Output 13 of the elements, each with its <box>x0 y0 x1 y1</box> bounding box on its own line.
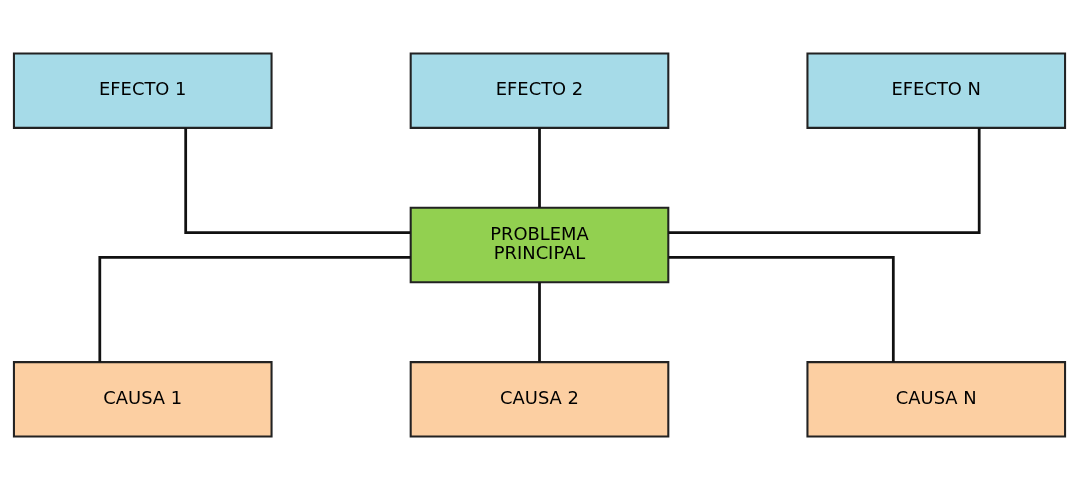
connector <box>668 256 895 362</box>
connector <box>668 128 981 234</box>
node-box: CAUSA 1 <box>12 361 273 438</box>
connector <box>538 282 541 362</box>
node-box: CAUSA N <box>806 361 1067 438</box>
node-box: EFECTO N <box>806 52 1067 129</box>
node-box: PROBLEMA PRINCIPAL <box>409 206 670 284</box>
node-box: CAUSA 2 <box>409 361 670 438</box>
node-box: EFECTO 1 <box>12 52 273 129</box>
node-box: EFECTO 2 <box>409 52 670 129</box>
connector <box>538 128 541 208</box>
connector <box>184 128 411 234</box>
connector <box>98 256 411 362</box>
